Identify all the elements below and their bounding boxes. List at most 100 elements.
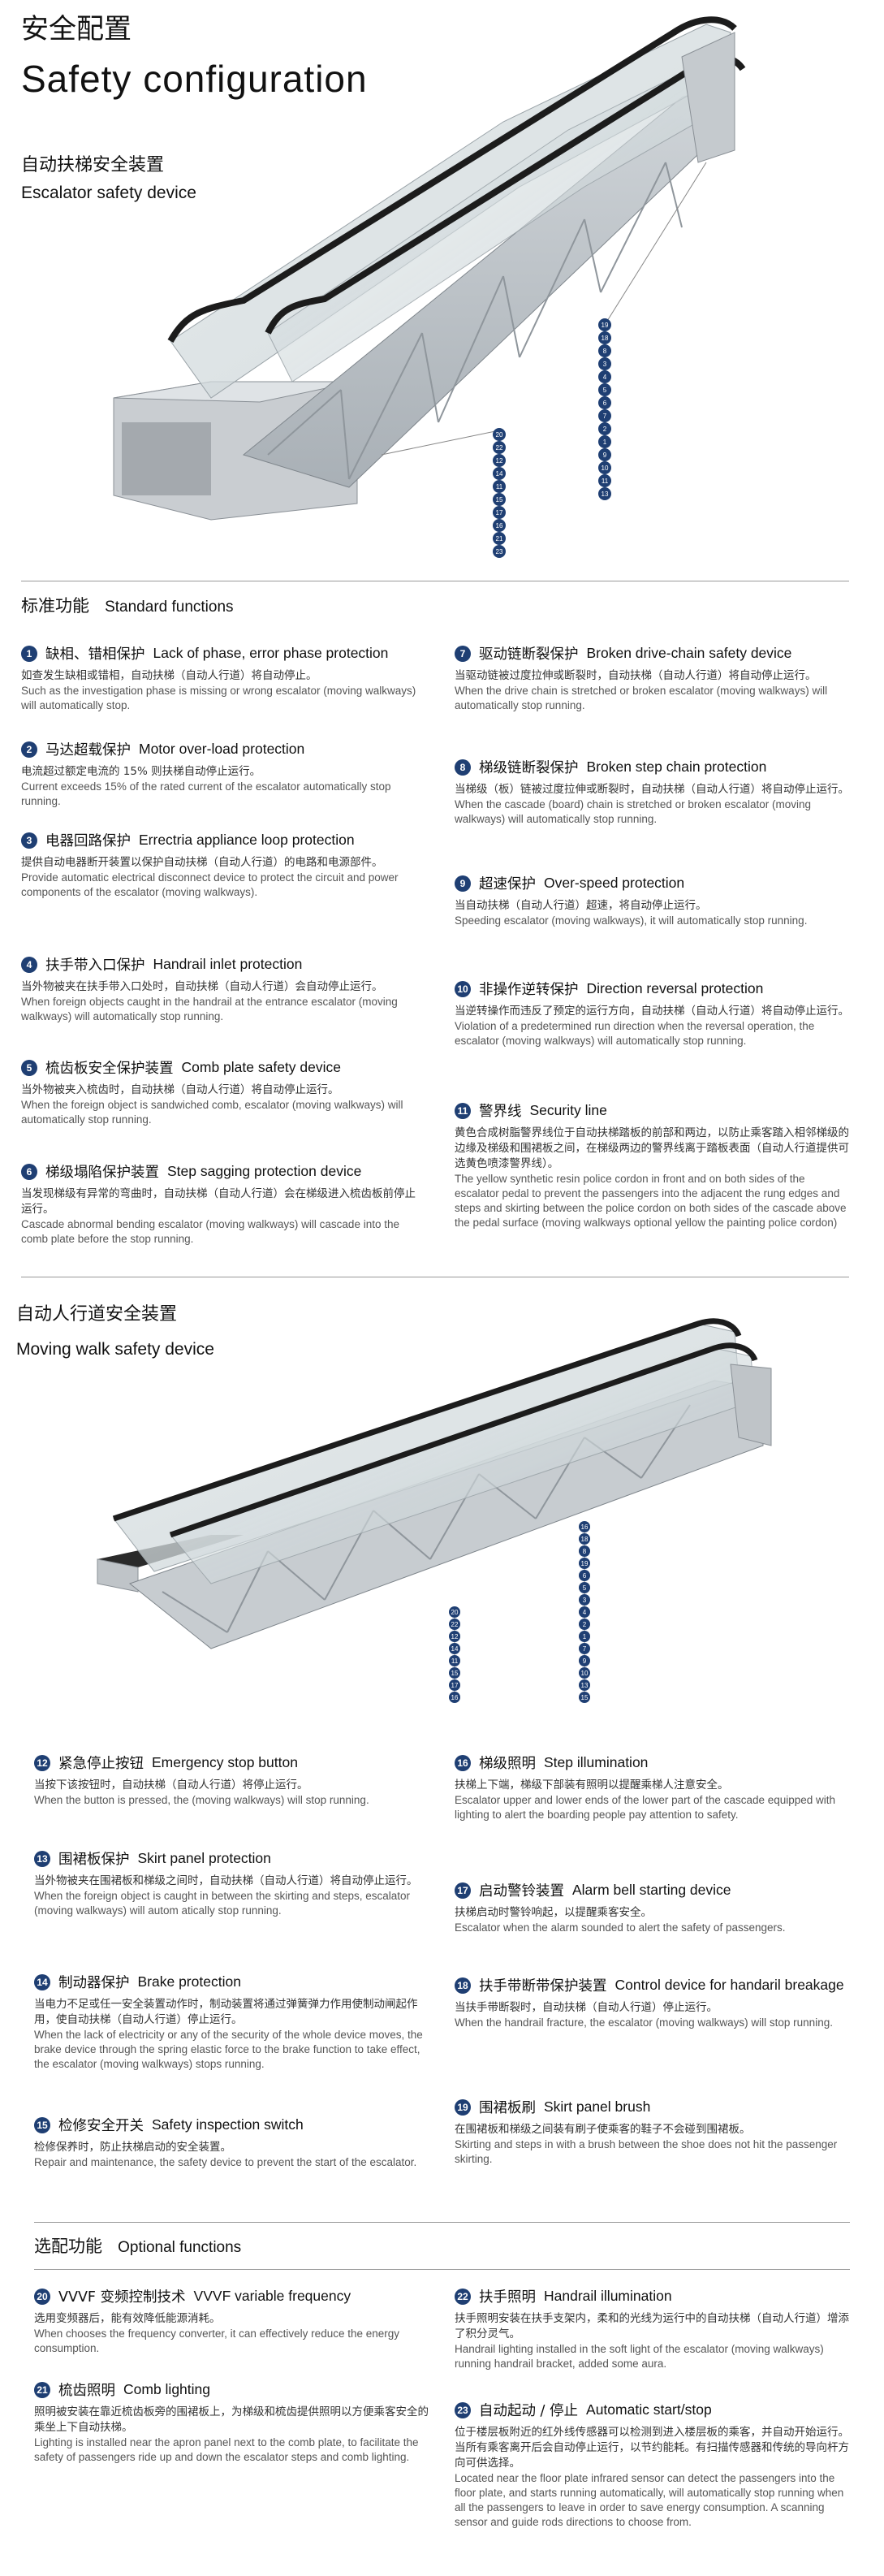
marker-number: 11 — [451, 1658, 459, 1665]
item-number-badge: 7 — [455, 645, 471, 662]
marker-number: 16 — [496, 522, 503, 529]
item-number-badge: 2 — [21, 741, 37, 758]
item-desc-cn: 扶梯启动时警铃响起，以提醒乘客安全。 — [455, 1906, 652, 1919]
item-title-en: Lack of phase, error phase protection — [153, 645, 389, 661]
item-desc-en: Such as the investigation phase is missi… — [21, 685, 416, 711]
item-desc-cn: 扶梯上下端，梯级下部装有照明以提醒乘梯人注意安全。 — [455, 1779, 729, 1792]
item-desc-en: Speeding escalator (moving walkways), it… — [455, 914, 808, 927]
item-desc-cn: 当自动扶梯（自动人行道）超速，将自动停止运行。 — [455, 899, 707, 912]
item-desc-cn: 照明被安装在靠近梳齿板旁的围裙板上，为梯级和梳齿提供照明以方便乘客安全的乘坐上下… — [34, 2405, 429, 2434]
marker-number: 6 — [583, 1572, 587, 1580]
item-title-cn: 超速保护 — [479, 876, 536, 893]
item-title-en: Step sagging protection device — [167, 1163, 362, 1179]
marker-number: 3 — [603, 361, 607, 368]
item-title-en: Over-speed protection — [544, 875, 685, 891]
item-title-en: Alarm bell starting device — [572, 1882, 731, 1898]
feature-item: 1 缺相、错相保护 Lack of phase, error phase prote… — [21, 643, 419, 713]
item-title-cn: 扶手带断带保护装置 — [479, 1978, 607, 1995]
item-title-cn: 警界线 — [479, 1104, 522, 1120]
item-number-badge: 15 — [34, 2116, 50, 2133]
item-desc-en: Violation of a predetermined run directi… — [455, 1020, 815, 1047]
item-number-badge: 10 — [455, 980, 471, 997]
item-title-en: Skirt panel protection — [137, 1850, 271, 1866]
marker-number: 7 — [583, 1645, 587, 1653]
item-title-en: Step illumination — [544, 1754, 649, 1770]
item-title-cn: 启动警铃装置 — [479, 1883, 564, 1900]
item-title-en: Brake protection — [137, 1973, 241, 1990]
optional-functions-title-cn: 选配功能 — [34, 2237, 102, 2256]
item-title-cn: 梳齿照明 — [58, 2383, 115, 2399]
marker-number: 4 — [603, 374, 607, 381]
item-title-cn: 缺相、错相保护 — [45, 646, 145, 663]
item-number-badge: 9 — [455, 875, 471, 892]
item-title-en: Emergency stop button — [152, 1754, 298, 1770]
item-desc-en: When the button is pressed, the (moving … — [34, 1794, 369, 1806]
marker-number: 15 — [581, 1694, 589, 1701]
item-desc-en: Provide automatic electrical disconnect … — [21, 871, 399, 898]
item-title-en: Broken step chain protection — [586, 759, 767, 775]
escalator-section-title-cn: 自动扶梯安全装置 — [21, 155, 165, 175]
moving-walk-title-cn: 自动人行道安全装置 — [16, 1304, 178, 1325]
item-desc-en: Current exceeds 15% of the rated current… — [21, 780, 391, 807]
marker-number: 19 — [581, 1560, 589, 1567]
item-desc-cn: 当外物被夹在围裙板和梯级之间时，自动扶梯（自动人行道）将自动停止运行。 — [34, 1874, 418, 1887]
item-desc-en: Skirting and steps in with a brush betwe… — [455, 2138, 838, 2165]
item-desc-en: The yellow synthetic resin police cordon… — [455, 1173, 847, 1229]
item-number-badge: 5 — [21, 1059, 37, 1076]
marker-number: 18 — [602, 335, 609, 342]
item-title-cn: 围裙板刷 — [479, 2100, 536, 2116]
item-title-cn: 围裙板保护 — [58, 1852, 130, 1868]
item-title-en: Comb plate safety device — [181, 1059, 342, 1075]
item-number-badge: 4 — [21, 956, 37, 973]
item-number-badge: 14 — [34, 1973, 50, 1990]
item-title-cn: 梯级照明 — [479, 1756, 536, 1772]
marker-number: 1 — [603, 439, 607, 446]
marker-number: 22 — [496, 444, 503, 452]
item-desc-en: When the drive chain is stretched or bro… — [455, 685, 828, 711]
item-title-cn: 紧急停止按钮 — [58, 1756, 144, 1772]
marker-number: 20 — [451, 1609, 459, 1616]
item-desc-cn: 当电力不足或任一安全装置动作时，制动装置将通过弹簧弹力作用使制动闸起作用，使自动… — [34, 1998, 418, 2026]
item-title-en: Motor over-load protection — [139, 741, 305, 757]
marker-number: 22 — [451, 1621, 459, 1628]
item-number-badge: 8 — [455, 759, 471, 776]
marker-number: 13 — [602, 491, 609, 498]
marker-number: 13 — [581, 1682, 589, 1689]
marker-number: 21 — [496, 535, 503, 542]
marker-number: 10 — [602, 465, 609, 472]
item-desc-en: When foreign objects caught in the handr… — [21, 996, 398, 1022]
item-title-en: Automatic start/stop — [586, 2401, 712, 2418]
item-desc-en: Cascade abnormal bending escalator (movi… — [21, 1218, 399, 1245]
item-desc-cn: 当梯级（板）链被过度拉伸或断裂时，自动扶梯（自动人行道）将自动停止运行。 — [455, 783, 849, 796]
standard-functions-heading: 标准功能 Standard functions — [21, 593, 234, 617]
marker-number: 11 — [602, 478, 609, 485]
item-desc-cn: 在围裙板和梯级之间装有刷子使乘客的鞋子不会碰到围裙板。 — [455, 2123, 751, 2136]
marker-number: 10 — [581, 1670, 589, 1677]
page-title-en: Safety configuration — [21, 58, 368, 100]
feature-item: 16 梯级照明 Step illumination 扶梯上下端，梯级下部装有照明以提… — [455, 1753, 852, 1822]
marker-number: 6 — [603, 400, 607, 407]
item-number-badge: 19 — [455, 2098, 471, 2116]
item-number-badge: 16 — [455, 1754, 471, 1771]
item-title-cn: 非操作逆转保护 — [479, 982, 579, 998]
marker-number: 3 — [583, 1597, 587, 1604]
item-desc-cn: 当按下该按钮时，自动扶梯（自动人行道）将停止运行。 — [34, 1779, 308, 1792]
item-number-badge: 1 — [21, 645, 37, 662]
item-title-en: Security line — [529, 1102, 607, 1118]
standard-functions-title-cn: 标准功能 — [21, 596, 89, 616]
item-number-badge: 20 — [34, 2288, 50, 2305]
marker-number: 19 — [602, 322, 609, 329]
